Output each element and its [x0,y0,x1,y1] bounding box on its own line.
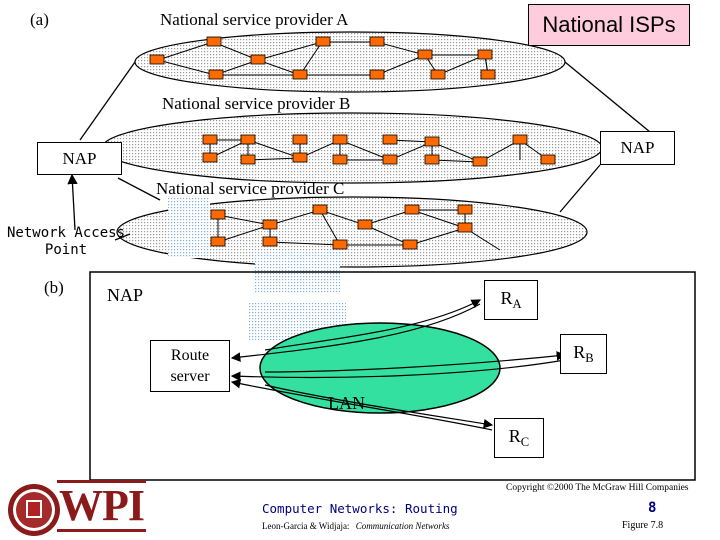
isp-b-routers [202,134,556,167]
network-access-point-line1: Network Access [6,225,125,241]
national-isps-label: National ISPs [542,12,676,37]
isp-c-ellipse [116,196,588,268]
authors: Leon-Garcia & Widjaja: [262,521,350,531]
nap-left-box: NAP [37,142,122,175]
router-c-box: RC [494,418,544,458]
nap-right-box: NAP [600,131,675,165]
nap-b-label: NAP [107,285,144,305]
part-a-label: (a) [30,10,49,29]
lan-arrows [230,299,567,431]
lan-ellipse [259,322,501,414]
page-number: 8 [648,500,657,516]
part-b-label: (b) [44,278,64,297]
wpi-logo-text: WPI [57,480,146,532]
authors-line: Leon-Garcia & Widjaja: Communication Net… [262,521,449,531]
isp-a-ellipse [134,31,566,93]
network-access-point-label: Network Access Point [4,225,128,258]
router-b-label: RB [573,342,594,365]
nap-column-1 [168,196,210,258]
lan-label: LAN [328,393,365,413]
wpi-seal [8,484,60,536]
router-c-label: RC [508,426,530,449]
router-a-box: RA [484,280,538,320]
isp-c-routers [210,204,473,250]
figure-label: Figure 7.8 [622,520,664,531]
nsp-b-label: National service provider B [162,94,351,113]
route-server-line2: server [170,368,210,385]
nap-left-label: NAP [62,148,97,168]
nap-detail-box [89,271,696,481]
router-a-label: RA [500,288,522,311]
route-server-box: Route server [150,340,230,392]
course-title: Computer Networks: Routing [262,501,458,516]
copyright-text: Copyright ©2000 The McGraw Hill Companie… [506,483,689,493]
nap-right-label: NAP [620,138,655,157]
nsp-a-label: National service provider A [160,10,349,29]
isp-nap-lines [67,61,651,241]
book-title: Communication Networks [355,521,450,531]
national-isps-box: National ISPs [528,4,690,46]
isp-a-routers [149,36,496,80]
router-b-box: RB [560,334,607,374]
nap-column-2 [255,252,340,294]
route-server-line1: Route [170,347,210,364]
nsp-c-label: National service provider C [156,179,345,198]
network-access-point-line2: Point [44,242,88,258]
isp-b-ellipse [101,112,603,184]
